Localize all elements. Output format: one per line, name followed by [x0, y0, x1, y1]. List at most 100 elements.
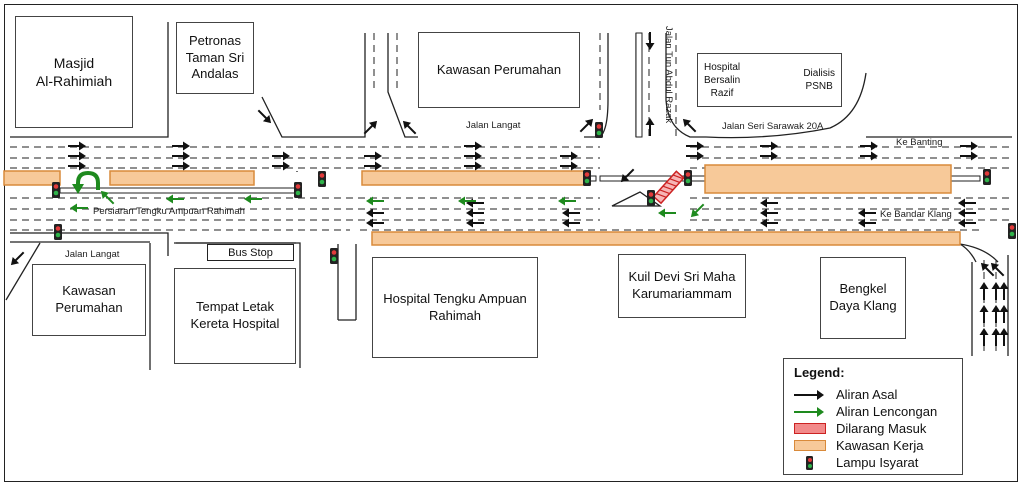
arrow-head: [658, 208, 665, 218]
arrow-head: [645, 43, 655, 50]
arrow-head: [771, 141, 778, 151]
hospital-dialisis-building: Hospital Bersalin Razif Dialisis PSNB: [697, 53, 842, 107]
legend-label: Lampu Isyarat: [836, 455, 919, 470]
legend-item: Lampu Isyarat: [794, 454, 918, 471]
black-arrow: [682, 118, 697, 133]
black-arrow: [272, 151, 290, 161]
arrow-head: [475, 161, 482, 171]
arrow-head: [991, 328, 1001, 335]
arrow-head: [999, 328, 1009, 335]
legend-box: Legend: Aliran Asal Aliran Lencongan Dil…: [783, 358, 963, 475]
legend-label: Aliran Asal: [836, 387, 898, 402]
green-arrow: [100, 190, 115, 205]
arrow-head: [980, 262, 990, 272]
arrow-head: [366, 196, 373, 206]
traffic-light: [583, 170, 591, 186]
black-arrow: [960, 151, 978, 161]
traffic-light-red: [319, 173, 325, 178]
map-frame: [4, 4, 1018, 482]
work-zone-bar: [371, 231, 961, 246]
arrow-head: [183, 161, 190, 171]
arrow-head: [475, 141, 482, 151]
black-arrow: [958, 218, 976, 228]
arrow-head: [466, 198, 473, 208]
black-arrow: [999, 305, 1009, 323]
green-arrow: [458, 196, 476, 206]
traffic-light: [595, 122, 603, 138]
road-edge: [5, 242, 41, 301]
arrow-head: [70, 203, 77, 213]
traffic-light: [1008, 223, 1016, 239]
green-arrow: [690, 203, 705, 218]
arrow-head: [562, 218, 569, 228]
work-zone-bar: [109, 170, 255, 186]
road-edge: [337, 244, 357, 321]
traffic-light-green: [53, 190, 59, 196]
arrow-head: [262, 114, 272, 124]
arrow-head: [466, 218, 473, 228]
black-arrow: [10, 251, 25, 266]
traffic-light-green: [1009, 231, 1015, 237]
traffic-light-red: [55, 226, 61, 231]
black-arrow: [562, 218, 580, 228]
green-arrow: [244, 194, 262, 204]
arrow-head: [979, 282, 989, 289]
black-arrow: [686, 141, 704, 151]
traffic-light: [684, 170, 692, 186]
black-arrow: [560, 161, 578, 171]
masjid-building: Masjid Al-Rahimiah: [15, 16, 133, 128]
traffic-light-red: [648, 192, 654, 197]
black-arrow: [402, 120, 417, 135]
road-edge: [665, 33, 706, 138]
diversion-arrows: [70, 170, 705, 218]
no-entry-hatch: [669, 178, 680, 183]
arrow-head: [760, 218, 767, 228]
traffic-light-green: [984, 177, 990, 183]
arrow-head: [645, 118, 655, 125]
black-arrow: [620, 168, 635, 183]
traffic-light-green: [685, 178, 691, 184]
black-arrow: [68, 161, 86, 171]
arrow-head: [466, 208, 473, 218]
black-arrow: [645, 32, 655, 50]
arrow-head: [979, 305, 989, 312]
black-arrow: [960, 141, 978, 151]
legend-item: Dilarang Masuk: [794, 420, 926, 437]
arrow-head: [871, 141, 878, 151]
black-arrow: [760, 208, 778, 218]
black-arrow: [979, 328, 989, 346]
black-arrow: [958, 208, 976, 218]
jalan-tun-abdul-razak-label: Jalan Tun Abdul Razak: [663, 26, 674, 124]
black-arrow: [172, 151, 190, 161]
black-arrow: [257, 109, 272, 124]
no-entry-hatch: [656, 193, 667, 198]
arrow-head: [760, 198, 767, 208]
no-entry-hatch: [662, 185, 674, 191]
arrow-head: [166, 194, 173, 204]
black-arrow: [364, 161, 382, 171]
arrow-head: [10, 256, 20, 266]
traffic-light: [54, 224, 62, 240]
kawasan-perumahan-left-building: Kawasan Perumahan: [32, 264, 146, 336]
road-edge: [705, 72, 867, 139]
no-entry-swatch-icon: [794, 423, 826, 434]
black-arrow: [990, 262, 1005, 277]
work-zone-bar: [3, 170, 61, 186]
green-arrow: [658, 208, 676, 218]
traffic-light-green: [584, 178, 590, 184]
traffic-light-red: [295, 184, 301, 189]
black-arrow: [980, 262, 995, 277]
black-arrow: [464, 141, 482, 151]
green-arrow: [166, 194, 184, 204]
arrow-head: [697, 141, 704, 151]
black-arrow: [272, 161, 290, 171]
no-entry-bar: [652, 170, 685, 205]
persiaran-label: Persiaran Tengku Ampuan Rahimah: [93, 206, 245, 217]
no-entry-hatch: [659, 189, 670, 195]
arrow-head: [771, 151, 778, 161]
arrow-head: [79, 151, 86, 161]
tempat-letak-kereta-building: Tempat Letak Kereta Hospital: [174, 268, 296, 364]
black-arrow: [363, 120, 378, 135]
arrow-head: [571, 161, 578, 171]
